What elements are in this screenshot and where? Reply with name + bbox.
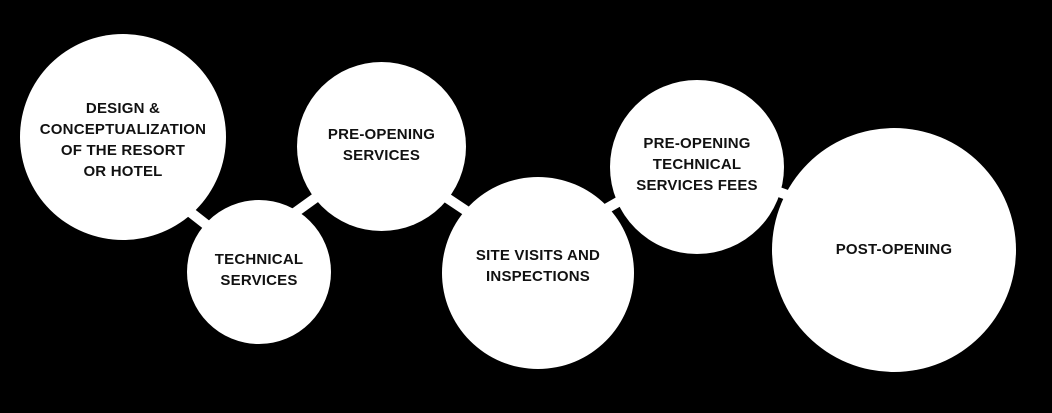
stage-design-conceptualization: DESIGN & CONCEPTUALIZATION OF THE RESORT… xyxy=(20,34,226,240)
stage-technical-services: TECHNICAL SERVICES xyxy=(187,200,331,344)
stage-label: PRE-OPENING TECHNICAL SERVICES FEES xyxy=(636,134,758,194)
stage-site-visits-inspections: SITE VISITS AND INSPECTIONS xyxy=(442,177,634,369)
stage-post-opening: POST-OPENING xyxy=(772,128,1016,372)
stage-label: DESIGN & CONCEPTUALIZATION OF THE RESORT… xyxy=(39,100,207,180)
stage-label: SITE VISITS AND INSPECTIONS xyxy=(475,247,601,285)
stage-pre-opening-services: PRE-OPENING SERVICES xyxy=(297,62,466,231)
stage-label: PRE-OPENING SERVICES xyxy=(327,125,436,164)
stage-pre-opening-technical-fees: PRE-OPENING TECHNICAL SERVICES FEES xyxy=(610,80,784,254)
stage-label: POST-OPENING xyxy=(835,240,953,258)
connector-preopening-to-site xyxy=(441,191,471,217)
stage-label: TECHNICAL SERVICES xyxy=(214,251,304,289)
